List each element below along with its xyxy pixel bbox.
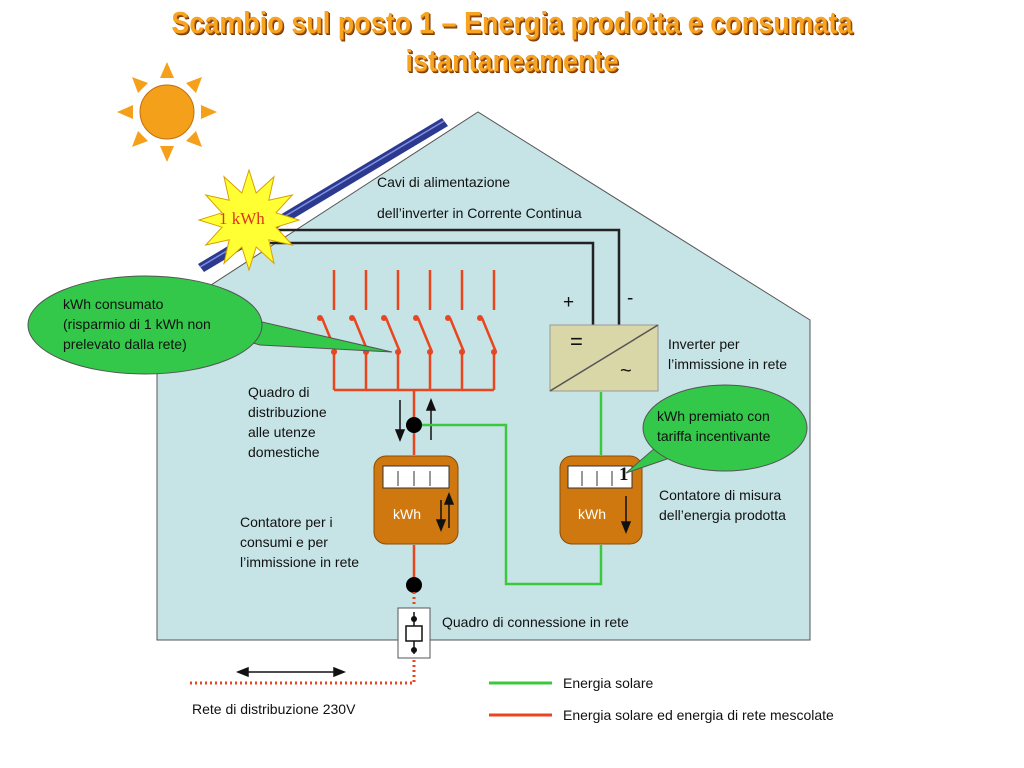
consumption-meter-label-line3: l’immissione in rete bbox=[240, 554, 360, 570]
inverter-label-line1: Inverter per bbox=[668, 336, 740, 352]
board-label-line2: distribuzione bbox=[248, 404, 327, 420]
bubble-incentive-line1: kWh premiato con bbox=[657, 408, 770, 424]
connection-box bbox=[397, 607, 431, 659]
meter-right-unit: kWh bbox=[578, 506, 606, 522]
breaker-contacts bbox=[317, 315, 497, 355]
production-meter-label-line2: dell’energia prodotta bbox=[659, 507, 786, 523]
inverter bbox=[549, 324, 659, 392]
bubble-incentive bbox=[625, 384, 808, 474]
board-label-line4: domestiche bbox=[248, 444, 320, 460]
inverter-label-line2: l’immissione in rete bbox=[668, 356, 788, 372]
bubble-consumed-line3: prelevato dalla rete) bbox=[63, 336, 187, 352]
bubble-incentive-line2: tariffa incentivante bbox=[657, 428, 771, 444]
energy-star bbox=[197, 168, 301, 272]
production-meter-label-line1: Contatore di misura bbox=[659, 487, 782, 503]
legend-label-solar: Energia solare bbox=[563, 675, 654, 691]
bubble-consumed-line1: kWh consumato bbox=[63, 296, 164, 312]
meter-left-unit: kWh bbox=[393, 506, 421, 522]
legend-label-mixed: Energia solare ed energia di rete mescol… bbox=[563, 707, 834, 723]
inverter-dc-symbol: = bbox=[570, 329, 583, 354]
sun-icon bbox=[117, 62, 217, 162]
cables-label-line1: Cavi di alimentazione bbox=[377, 174, 511, 190]
flow-arrows bbox=[394, 397, 437, 443]
consumption-meter-label-line2: consumi e per bbox=[240, 534, 328, 550]
double-arrow bbox=[235, 666, 347, 678]
meter-production bbox=[559, 455, 643, 545]
star-energy-label: 1 kWh bbox=[219, 209, 265, 228]
consumption-meter-label-line1: Contatore per i bbox=[240, 514, 333, 530]
green-wires bbox=[414, 392, 603, 586]
page-title-line2: istantaneamente bbox=[405, 43, 619, 78]
grid-line bbox=[190, 592, 416, 685]
dc-minus-symbol: - bbox=[627, 288, 634, 309]
dc-plus-symbol: + bbox=[563, 292, 575, 313]
junction-node bbox=[406, 577, 422, 593]
connection-box-label: Quadro di connessione in rete bbox=[442, 614, 629, 630]
meter-consumption bbox=[373, 455, 459, 545]
meter-right-reading: 1 bbox=[619, 464, 629, 485]
junction-node bbox=[406, 417, 422, 433]
bubble-consumed-line2: (risparmio di 1 kWh non bbox=[63, 316, 211, 332]
board-label-line1: Quadro di bbox=[248, 384, 310, 400]
cables-label-line2: dell’inverter in Corrente Continua bbox=[377, 205, 582, 221]
grid-label: Rete di distribuzione 230V bbox=[192, 701, 356, 717]
dc-cables bbox=[270, 228, 621, 325]
bubble-consumed bbox=[27, 275, 393, 375]
inverter-ac-symbol: ~ bbox=[620, 360, 632, 382]
page-title-line1: Scambio sul posto 1 – Energia prodotta e… bbox=[171, 5, 853, 40]
board-label-line3: alle utenze bbox=[248, 424, 316, 440]
